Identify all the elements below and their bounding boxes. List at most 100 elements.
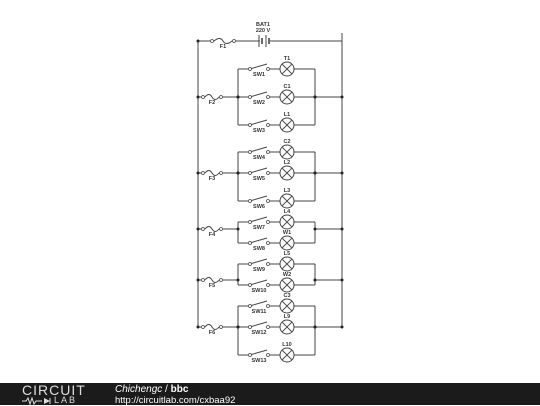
fuse-symbol xyxy=(201,277,223,283)
switch-symbol xyxy=(248,237,270,245)
switch-terminal xyxy=(266,171,270,175)
battery-symbol xyxy=(258,35,270,47)
lamp-label: L9 xyxy=(284,314,290,320)
junction-dot xyxy=(236,95,240,99)
lamp-cross xyxy=(281,216,293,228)
switch-symbol xyxy=(248,119,270,127)
fuse-terminal xyxy=(219,171,223,175)
junction-dot xyxy=(196,227,200,231)
switch-label: SW3 xyxy=(253,128,265,134)
logo-circuit[interactable]: CIRCUIT xyxy=(22,382,86,398)
fuse-terminal xyxy=(210,39,214,43)
junction-dot xyxy=(236,171,240,175)
switch-terminal xyxy=(266,123,270,127)
junction-dot xyxy=(313,227,317,231)
lamp-cross xyxy=(281,300,293,312)
lamp-label: W2 xyxy=(283,272,291,278)
lamp-label: L5 xyxy=(284,251,290,257)
lamp-cross xyxy=(281,349,293,361)
fuse-label: F5 xyxy=(209,283,215,289)
fuse-element xyxy=(204,94,220,100)
switch-label: SW4 xyxy=(253,155,266,161)
switch-terminal xyxy=(266,262,270,266)
switch-terminal xyxy=(266,150,270,154)
lamp-cross xyxy=(281,321,293,333)
switch-label: SW7 xyxy=(253,225,265,231)
lamp-label: T1 xyxy=(284,56,290,62)
switch-terminal xyxy=(248,220,252,224)
junction-dot xyxy=(196,325,200,329)
switch-lever xyxy=(251,119,268,125)
switch-terminal xyxy=(248,199,252,203)
switch-symbol xyxy=(248,258,270,266)
lamp-label: L4 xyxy=(284,209,291,215)
lamp-cross xyxy=(281,119,293,131)
switch-terminal xyxy=(266,199,270,203)
switch-terminal xyxy=(248,67,252,71)
switch-label: SW11 xyxy=(252,309,267,315)
fuse-label: F6 xyxy=(209,330,215,336)
fuse-terminal xyxy=(219,278,223,282)
author-link[interactable]: Chichengc xyxy=(115,384,163,395)
lamp-cross xyxy=(281,258,293,270)
fuse-terminal xyxy=(201,171,205,175)
fuse-symbol xyxy=(201,226,223,232)
footer-bar: CIRCUIT LAB Chichengc / bbc http://circu… xyxy=(0,382,540,406)
fuse-label: F4 xyxy=(209,232,216,238)
switch-lever xyxy=(251,167,268,173)
junction-dot xyxy=(196,171,200,175)
lamp-symbol xyxy=(279,256,295,272)
lamp-symbol xyxy=(279,214,295,230)
switch-terminal xyxy=(248,353,252,357)
switch-lever xyxy=(251,63,268,69)
fuse-symbol xyxy=(210,38,236,44)
switch-terminal xyxy=(248,123,252,127)
junction-dot xyxy=(340,278,344,282)
fuse-element xyxy=(204,277,220,283)
lamp-symbol xyxy=(279,193,295,209)
switch-symbol xyxy=(248,91,270,99)
switch-terminal xyxy=(266,241,270,245)
circuit-url[interactable]: http://circuitlab.com/cxbaa92 xyxy=(115,395,236,406)
lamp-label: W1 xyxy=(283,230,291,236)
lamp-label: L1 xyxy=(284,112,290,118)
lamp-symbol xyxy=(279,319,295,335)
switch-symbol xyxy=(248,349,270,357)
switch-symbol xyxy=(248,216,270,224)
junction-dot xyxy=(340,325,344,329)
switch-symbol xyxy=(248,300,270,308)
junction-dot xyxy=(340,171,344,175)
fuse-label: F1 xyxy=(220,44,226,50)
lamp-symbol xyxy=(279,298,295,314)
switch-label: SW2 xyxy=(253,100,265,106)
junction-dot xyxy=(196,95,200,99)
fuse-element xyxy=(204,226,220,232)
switch-terminal xyxy=(248,171,252,175)
circuit-name[interactable]: bbc xyxy=(170,384,189,395)
switch-label: SW12 xyxy=(252,330,267,336)
switch-terminal xyxy=(248,325,252,329)
lamp-label: C3 xyxy=(283,293,290,299)
fuse-terminal xyxy=(232,39,236,43)
switch-terminal xyxy=(266,67,270,71)
switch-lever xyxy=(251,349,268,355)
fuse-element xyxy=(204,324,220,330)
switch-lever xyxy=(251,321,268,327)
fuse-terminal xyxy=(201,278,205,282)
circuit-title: Chichengc / bbc xyxy=(115,384,188,396)
fuse-element xyxy=(204,170,220,176)
lamp-symbol xyxy=(279,347,295,363)
lamp-symbol xyxy=(279,277,295,293)
switch-lever xyxy=(251,195,268,201)
fuse-terminal xyxy=(219,95,223,99)
fuse-terminal xyxy=(219,227,223,231)
logo-lab: LAB xyxy=(54,395,78,405)
junction-dot xyxy=(196,278,200,282)
logo-wave-icon xyxy=(22,397,51,405)
fuse-label: F2 xyxy=(209,100,215,106)
switch-terminal xyxy=(266,304,270,308)
lamp-symbol xyxy=(279,165,295,181)
lamp-cross xyxy=(281,279,293,291)
lamp-cross xyxy=(281,146,293,158)
